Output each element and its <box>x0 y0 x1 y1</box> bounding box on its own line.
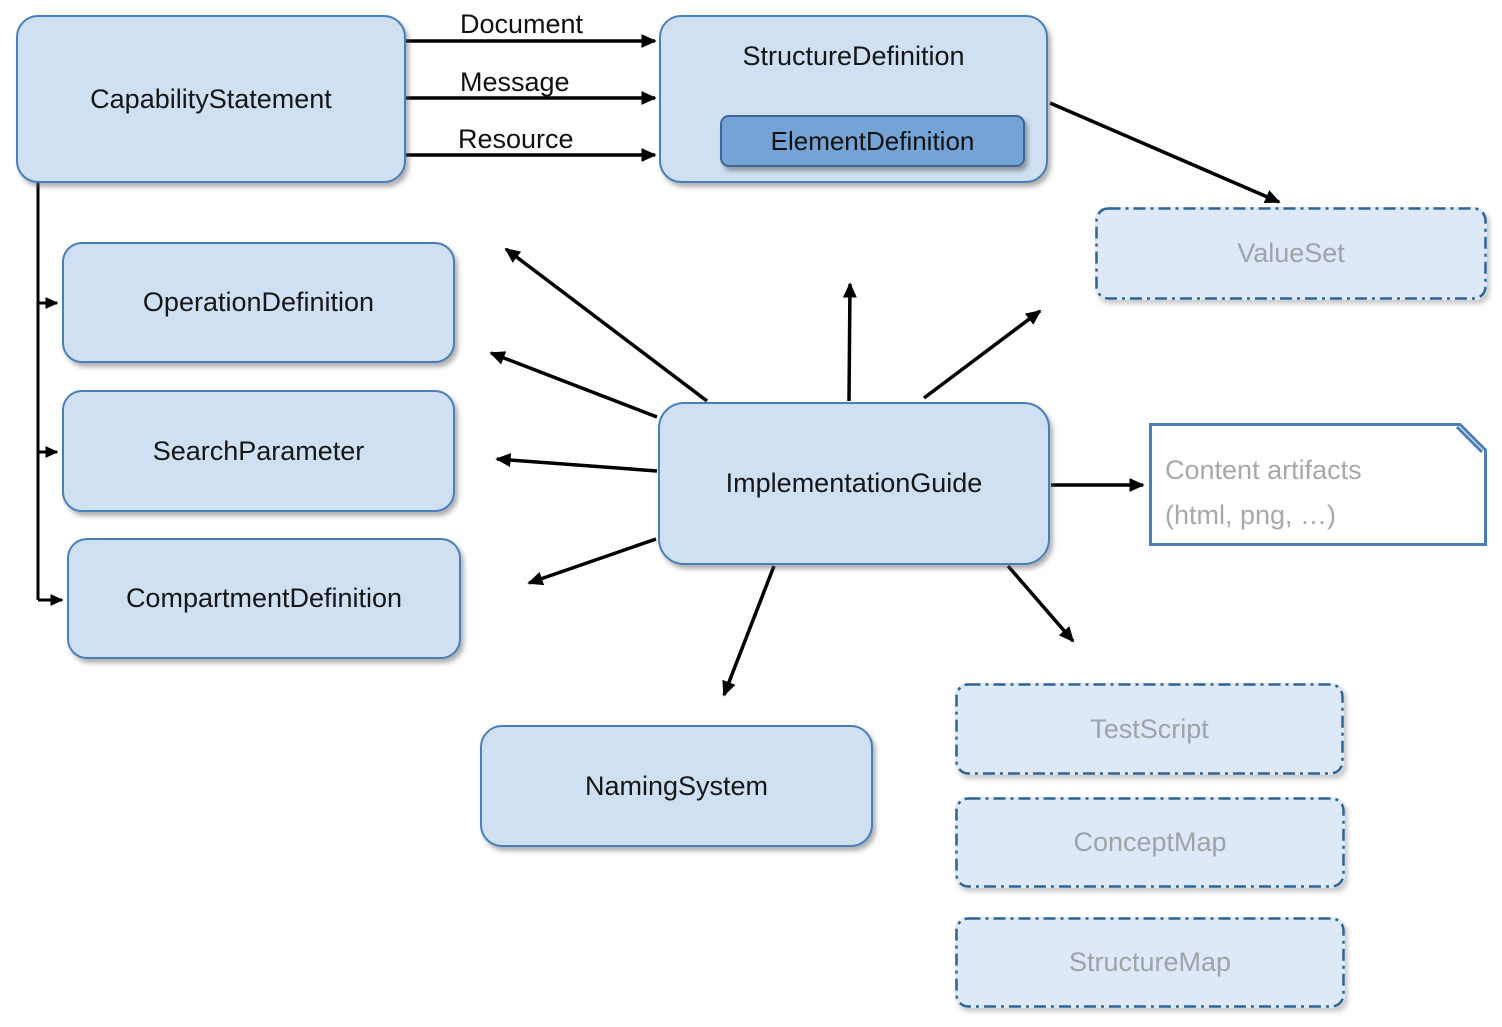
structure-map-dash-border <box>955 917 1345 1008</box>
arrow-ig-left-upper <box>489 351 658 419</box>
node-content-artifacts: Content artifacts (html, png, …) <box>1149 423 1487 546</box>
node-capability-statement-label: CapabilityStatement <box>90 83 332 114</box>
content-artifacts-line1: Content artifacts <box>1165 455 1362 485</box>
edge-label-message: Message <box>460 67 570 97</box>
test-script-dash-border <box>955 683 1344 775</box>
node-structure-map-label: StructureMap <box>1068 947 1232 977</box>
node-operation-definition-label: OperationDefinition <box>142 287 375 317</box>
arrow-ig-up <box>842 282 857 402</box>
node-value-set: ValueSet <box>1095 207 1487 300</box>
node-implementation-guide-label: ImplementationGuide <box>725 468 983 498</box>
arrow-ig-up-left-far <box>504 247 709 403</box>
node-structure-definition: StructureDefinition ElementDefinition <box>659 15 1048 183</box>
node-element-definition: ElementDefinition <box>720 115 1025 167</box>
arrow-ig-left-middle <box>495 453 658 473</box>
node-value-set-label: ValueSet <box>1237 238 1345 268</box>
node-naming-system-label: NamingSystem <box>584 770 769 801</box>
node-search-parameter: SearchParameter <box>62 390 455 512</box>
node-compartment-definition-label: CompartmentDefinition <box>125 583 403 613</box>
node-test-script-label: TestScript <box>1090 713 1209 744</box>
arrow-ig-to-naming-system <box>722 565 776 697</box>
arrow-ig-up-right <box>922 309 1042 400</box>
edge-label-document: Document <box>460 9 584 39</box>
arrow-structuredefinition-to-valueset <box>1049 101 1281 204</box>
edge-label-resource: Resource <box>458 124 574 154</box>
node-structure-map: StructureMap <box>955 917 1345 1008</box>
node-search-parameter-label: SearchParameter <box>152 435 365 466</box>
node-element-definition-label: ElementDefinition <box>770 125 975 156</box>
node-concept-map: ConceptMap <box>955 797 1345 888</box>
node-structure-definition-label: StructureDefinition <box>742 41 965 71</box>
content-artifacts-shape <box>1149 423 1487 546</box>
content-artifacts-line2: (html, png, …) <box>1165 500 1337 530</box>
arrow-ig-to-test-script <box>1006 564 1075 643</box>
node-implementation-guide: ImplementationGuide <box>658 402 1050 565</box>
arrow-ig-left-lower <box>527 537 657 586</box>
node-naming-system: NamingSystem <box>480 725 873 847</box>
node-compartment-definition: CompartmentDefinition <box>67 538 461 659</box>
node-concept-map-label: ConceptMap <box>1073 827 1227 857</box>
node-operation-definition: OperationDefinition <box>62 242 455 363</box>
value-set-dash-border <box>1095 207 1487 300</box>
concept-map-dash-border <box>955 797 1345 888</box>
node-capability-statement: CapabilityStatement <box>16 15 406 183</box>
node-test-script: TestScript <box>955 683 1344 775</box>
